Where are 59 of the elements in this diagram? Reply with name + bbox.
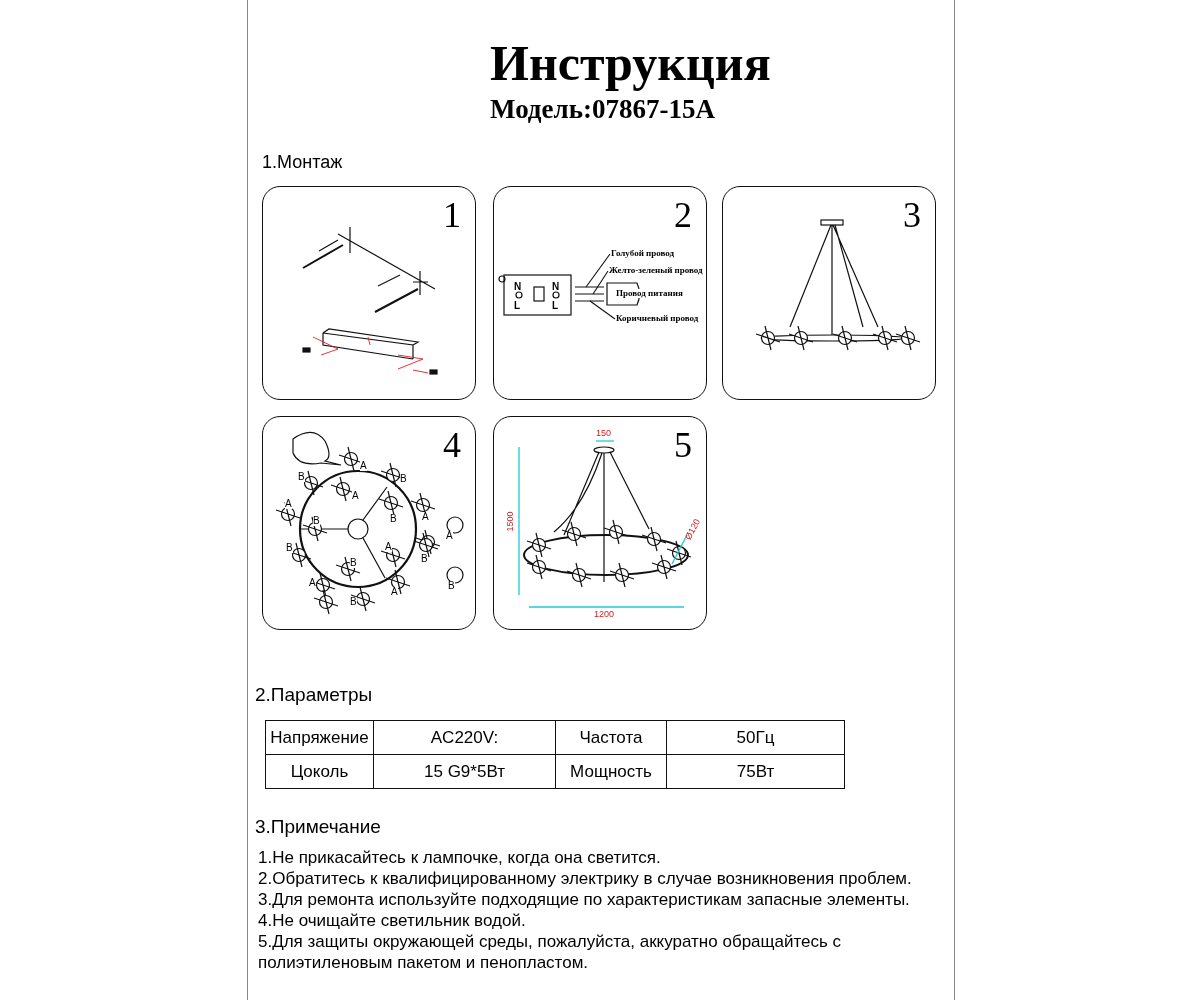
dimension-label: 1500 (505, 511, 515, 532)
note-text: 1.Не прикасайтесь к лампочке, когда она светится. (258, 847, 662, 868)
parameter-value: 50Гц (666, 720, 845, 755)
part-letter: B (313, 516, 320, 526)
parameter-name: Частота (555, 720, 667, 755)
part-letter: A (385, 542, 392, 552)
step-number: 5 (674, 427, 692, 463)
parameter-name: Цоколь (265, 754, 374, 789)
part-letter: B (448, 581, 455, 591)
terminal-letter: N (552, 282, 560, 292)
parameter-value: 15 G9*5Вт (373, 754, 556, 789)
note-text: 2.Обратитесь к квалифицированному электрику в случае возникновения проблем. (258, 868, 913, 889)
step-panel (493, 416, 707, 630)
part-letter: A (360, 461, 367, 471)
step-panel (262, 416, 476, 630)
dimension-label: 1200 (594, 610, 615, 619)
note-text: 5.Для защиты окружающей среды, пожалуйста, аккуратно обращайтесь с полиэтиленовым пакетом и пенопластом. (258, 931, 843, 973)
part-letter: B (286, 543, 293, 553)
parameter-name: Мощность (555, 754, 667, 789)
terminal-letter: L (552, 301, 559, 311)
part-letter: B (350, 558, 357, 568)
step-number: 4 (443, 427, 461, 463)
part-letter: A (309, 578, 316, 588)
part-letter: A (391, 587, 398, 597)
part-letter: B (350, 597, 357, 607)
model-number: Модель:07867-15A (490, 96, 715, 123)
leader-line (589, 300, 616, 320)
part-letter: B (298, 472, 305, 482)
part-letter: A (446, 531, 453, 541)
terminal-letter: N (514, 282, 522, 292)
dimension-label: 150 (596, 429, 612, 438)
leader-line (592, 270, 609, 295)
wire-label: Желто-зеленый провод (609, 266, 703, 275)
part-letter: A (352, 491, 359, 501)
dimension-label: Ø120 (683, 517, 703, 542)
wire-label: Голубой провод (611, 249, 675, 258)
section-heading: 3.Примечание (255, 817, 381, 836)
note-text: 4.Не очищайте светильник водой. (258, 910, 527, 931)
step-number: 1 (443, 197, 461, 233)
part-letter: B (390, 514, 397, 524)
section-heading: 2.Параметры (255, 685, 373, 704)
part-letter: B (400, 474, 407, 484)
wire-label: Коричневый провод (616, 314, 699, 323)
part-letter: B (421, 554, 428, 564)
parameter-value: 75Вт (666, 754, 845, 789)
part-letter: A (422, 512, 429, 522)
note-text: 3.Для ремонта используйте подходящие по характеристикам запасные элементы. (258, 889, 911, 910)
parameter-name: Напряжение (265, 720, 374, 755)
leader-line (585, 253, 611, 288)
terminal-letter: L (514, 301, 521, 311)
wire-label: Провод питания (616, 289, 683, 298)
step-panel (722, 186, 936, 400)
step-number: 2 (674, 197, 692, 233)
step-panel (262, 186, 476, 400)
parameter-value: AC220V: (373, 720, 556, 755)
step-panel (493, 186, 707, 400)
step-number: 3 (903, 197, 921, 233)
part-letter: A (285, 499, 292, 509)
section-heading: 1.Монтаж (262, 153, 343, 171)
